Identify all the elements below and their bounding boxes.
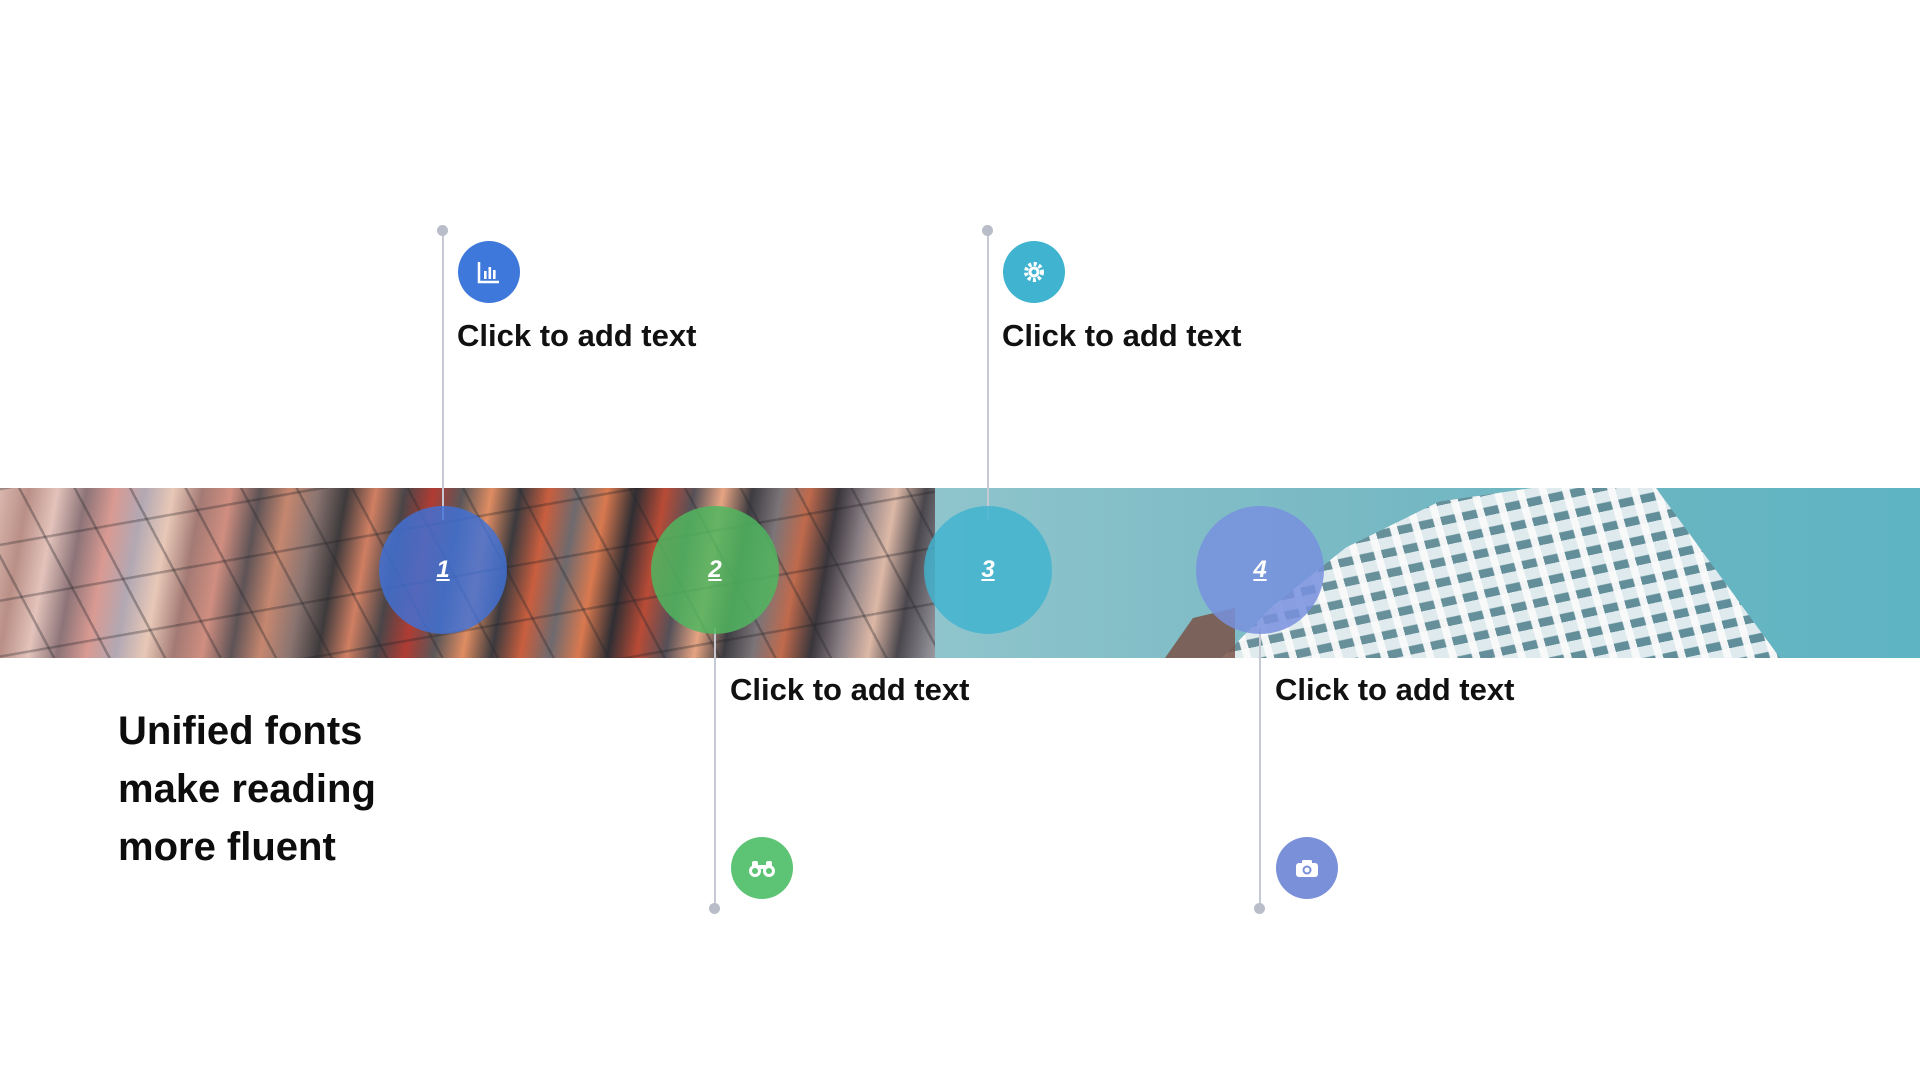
step-number-1-label: 1 (436, 556, 450, 583)
main-caption-line-1: Unified fonts (118, 709, 363, 753)
bar-chart-icon (477, 262, 499, 284)
connector-dot-2 (709, 903, 720, 914)
connector-line-4 (1259, 628, 1261, 908)
step-number-3-label: 3 (981, 556, 995, 583)
step-number-4-label: 4 (1253, 556, 1267, 583)
step-number-1[interactable]: 1 (379, 506, 507, 634)
connector-dot-4 (1254, 903, 1265, 914)
step-number-4[interactable]: 4 (1196, 506, 1324, 634)
camera-icon (1296, 860, 1318, 877)
connector-line-2 (714, 628, 716, 908)
gear-icon (1024, 262, 1044, 282)
step-number-2-label: 2 (708, 556, 722, 583)
step-4-icon-badge (1276, 837, 1338, 899)
connector-dot-1 (437, 225, 448, 236)
step-3-icon-badge (1003, 241, 1065, 303)
step-2-heading[interactable]: Click to add text (730, 672, 970, 707)
connector-line-3 (987, 230, 989, 520)
binoculars-icon (749, 861, 775, 877)
connector-dot-3 (982, 225, 993, 236)
main-caption[interactable]: Unified fonts make reading more fluent (118, 702, 458, 876)
step-4-heading[interactable]: Click to add text (1275, 672, 1515, 707)
step-1-heading[interactable]: Click to add text (457, 318, 697, 353)
step-number-2[interactable]: 2 (651, 506, 779, 634)
step-1-icon-badge (458, 241, 520, 303)
main-caption-line-2: make reading (118, 767, 376, 811)
step-number-3[interactable]: 3 (924, 506, 1052, 634)
step-3-heading[interactable]: Click to add text (1002, 318, 1242, 353)
connector-line-1 (442, 230, 444, 520)
main-caption-line-3: more fluent (118, 825, 336, 869)
step-2-icon-badge (731, 837, 793, 899)
